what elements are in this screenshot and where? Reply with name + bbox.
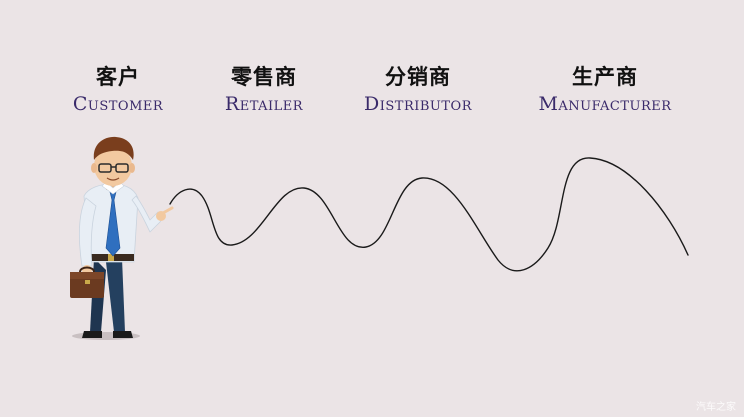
- wavy-curve: [169, 157, 689, 272]
- mouth: [106, 177, 120, 181]
- label-distributor-en: Distributor: [364, 93, 472, 115]
- right-ear: [129, 163, 135, 173]
- label-retailer: 零售商 Retailer: [225, 64, 303, 116]
- right-leg: [106, 258, 125, 332]
- necktie: [105, 191, 121, 257]
- label-retailer-cn: 零售商: [230, 65, 297, 89]
- label-retailer-en: Retailer: [224, 93, 304, 115]
- pointing-hand-icon: [156, 206, 174, 221]
- belt-buckle: [108, 254, 114, 261]
- left-shoe: [82, 331, 102, 338]
- label-customer-en: Customer: [72, 93, 164, 115]
- label-manufacturer-en: Manufacturer: [538, 93, 672, 115]
- hair: [93, 136, 134, 160]
- label-manufacturer-cn: 生产商: [572, 65, 638, 89]
- watermark: 汽车之家: [696, 402, 736, 413]
- label-distributor: 分销商 Distributor: [364, 64, 472, 116]
- label-customer: 客户 Customer: [73, 64, 163, 116]
- businessman-figure: [70, 136, 174, 340]
- right-shoe: [113, 331, 133, 338]
- label-manufacturer: 生产商 Manufacturer: [538, 64, 671, 116]
- label-customer-cn: 客户: [95, 65, 140, 89]
- left-ear: [91, 163, 97, 173]
- head: [94, 146, 132, 186]
- label-distributor-cn: 分销商: [385, 65, 451, 89]
- glasses-icon: [98, 163, 129, 173]
- briefcase-icon: [70, 266, 104, 298]
